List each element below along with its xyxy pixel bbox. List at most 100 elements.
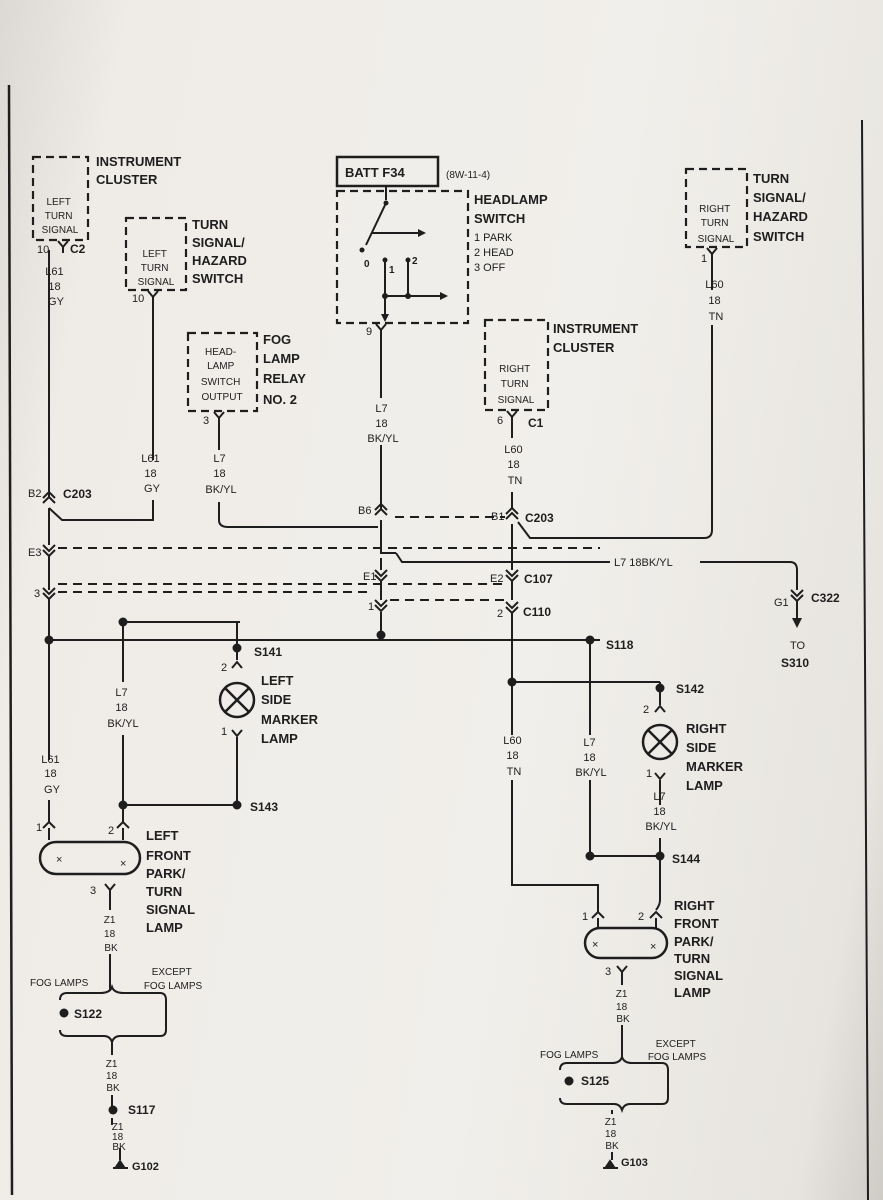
switch-position-label: 0: [364, 259, 370, 270]
wire-l60-label: L60 18 TN: [705, 279, 726, 323]
connector-pin-e2: E2: [490, 573, 503, 585]
pin-label: 1: [221, 726, 227, 738]
splice-s142-label: S142: [676, 682, 704, 696]
pin-label: 9: [366, 326, 372, 338]
wire-l60-label: L60 18 TN: [503, 735, 524, 778]
wire-l61-label: L61 18 GY: [141, 453, 162, 495]
headlamp-switch-title: HEADLAMP SWITCH: [474, 192, 551, 226]
fog-lamp-relay-title: FOG LAMP RELAY NO. 2: [263, 332, 309, 407]
switch-position-label: 1: [389, 265, 395, 276]
connector-c322-label: C322: [811, 591, 840, 605]
connector-c2-label: C2: [70, 242, 86, 256]
splice-s143-label: S143: [250, 800, 278, 814]
headlamp-switch-modes: 1 PARK 2 HEAD 3 OFF: [474, 232, 517, 274]
ground-g103-symbol: [603, 1159, 618, 1169]
arrow-to-s310: [792, 618, 802, 628]
connector-pin-g1: G1: [774, 597, 789, 609]
connector-c107-label: C107: [524, 572, 553, 586]
page-right-border: [861, 119, 869, 1200]
pin-label: 2: [497, 608, 503, 620]
batt-f34-label: BATT F34: [345, 165, 405, 180]
right-instrument-cluster-box: [483, 318, 550, 412]
right-turn-hazard-switch-box: [684, 167, 749, 249]
pin-label: 2: [221, 662, 227, 674]
pin-label: 2: [643, 704, 649, 716]
connector-pin-b1: B1: [491, 511, 504, 523]
connector-c1-label: C1: [528, 416, 544, 430]
pin-label: 2: [638, 911, 644, 923]
splice-s117-label: S117: [128, 1103, 156, 1117]
right-instrument-cluster-title: INSTRUMENT CLUSTER: [553, 321, 642, 355]
wire-z1-left: [104, 883, 116, 990]
connector-c107: [505, 569, 519, 583]
right-side-marker-lamp-title: RIGHT SIDE MARKER LAMP: [686, 721, 747, 793]
fog-lamps-label: FOG LAMPS: [30, 978, 89, 989]
wire-z1-label: Z1 18 BK: [104, 915, 118, 954]
left-turn-hazard-switch-title: TURN SIGNAL/ HAZARD SWITCH: [192, 217, 251, 286]
splice-s310-label: S310: [781, 656, 809, 670]
right-front-park-turn-lamp-title: RIGHT FRONT PARK/ TURN SIGNAL LAMP: [674, 898, 727, 1000]
headlamp-switch-box: [335, 189, 470, 325]
connector-e3: [42, 544, 56, 558]
pin-label: 6: [497, 415, 503, 427]
wire-l7-to-c322: [395, 552, 798, 590]
fog-lamps-bracket-right: [559, 1053, 669, 1114]
fog-lamp-relay-box: [186, 331, 259, 413]
wire-z1-right: [616, 965, 628, 1058]
splice-s122-label: S122: [74, 1007, 102, 1021]
wire-l7-label: L7 18 BK/YL: [107, 687, 138, 730]
pin-label: 1: [368, 601, 374, 613]
wire-z1-label: Z1 18 BK: [112, 1122, 126, 1153]
connector-b6: [374, 502, 388, 516]
splice-s144-label: S144: [672, 852, 700, 866]
fog-lamps-bracket-left: [59, 983, 167, 1046]
wire-z1-label: Z1 18 BK: [605, 1117, 619, 1152]
wire-l7-label: L7 18 BK/YL: [645, 791, 676, 833]
wire-l7-long-label: L7 18BK/YL: [614, 557, 673, 569]
connector-c203-right: [505, 506, 519, 520]
connector-pin-b6: B6: [358, 505, 371, 517]
right-front-park-turn-lamp-symbol: [583, 926, 669, 960]
lamp-filament-x: ×: [56, 854, 62, 866]
page-left-border: [7, 84, 14, 1196]
splice-s125-label: S125: [581, 1074, 609, 1088]
connector-pin-e1: E1: [363, 571, 376, 583]
except-fog-lamps-label: EXCEPT FOG LAMPS: [648, 1039, 707, 1063]
pin-label: 1: [582, 911, 588, 923]
lamp-filament-x: ×: [120, 858, 126, 870]
connector-pin-e3: E3: [28, 547, 41, 559]
left-turn-signal-switch-box-label: LEFT TURN SIGNAL: [138, 249, 175, 288]
wire-l7-label: L7 18 BK/YL: [205, 453, 236, 496]
left-instrument-cluster-title: INSTRUMENT CLUSTER: [96, 154, 185, 187]
pin-label: 10: [132, 293, 144, 305]
ground-g102-symbol: [113, 1159, 128, 1169]
lamp-filament-x: ×: [592, 939, 598, 951]
wire-l61-switch: [48, 303, 154, 521]
right-side-marker-lamp-symbol: [641, 723, 679, 761]
wire-l60-label: L60 18 TN: [504, 444, 525, 487]
except-fog-lamps-label: EXCEPT FOG LAMPS: [144, 967, 203, 992]
wire-z1-left-lower: [111, 1042, 121, 1160]
ground-g102-label: G102: [132, 1161, 159, 1173]
splice-s118-label: S118: [606, 638, 634, 652]
wire-z1-label: Z1 18 BK: [616, 989, 630, 1025]
connector-c110-label: C110: [523, 605, 551, 619]
left-front-park-turn-lamp-symbol: [38, 840, 142, 876]
wire-l7-fog: [218, 424, 378, 528]
pin-label: 1: [36, 822, 42, 834]
connector-c110: [505, 601, 519, 615]
connector-c203-label: C203: [63, 487, 92, 501]
ground-g103-label: G103: [621, 1157, 648, 1169]
lamp-filament-x: ×: [650, 941, 656, 953]
fog-lamps-label: FOG LAMPS: [540, 1050, 599, 1061]
pin-label: 3: [90, 885, 96, 897]
left-turn-hazard-switch-box: [124, 216, 188, 292]
right-turn-signal-box-label: RIGHT TURN SIGNAL: [498, 364, 535, 406]
pin-label: 3: [605, 966, 611, 978]
pin-label: 10: [37, 244, 49, 256]
right-turn-hazard-switch-title: TURN SIGNAL/ HAZARD SWITCH: [753, 171, 812, 244]
pin-label: 3: [203, 415, 209, 427]
headlamp-switch-contacts: [359, 186, 448, 322]
left-turn-signal-box-label: LEFT TURN SIGNAL: [42, 197, 79, 236]
